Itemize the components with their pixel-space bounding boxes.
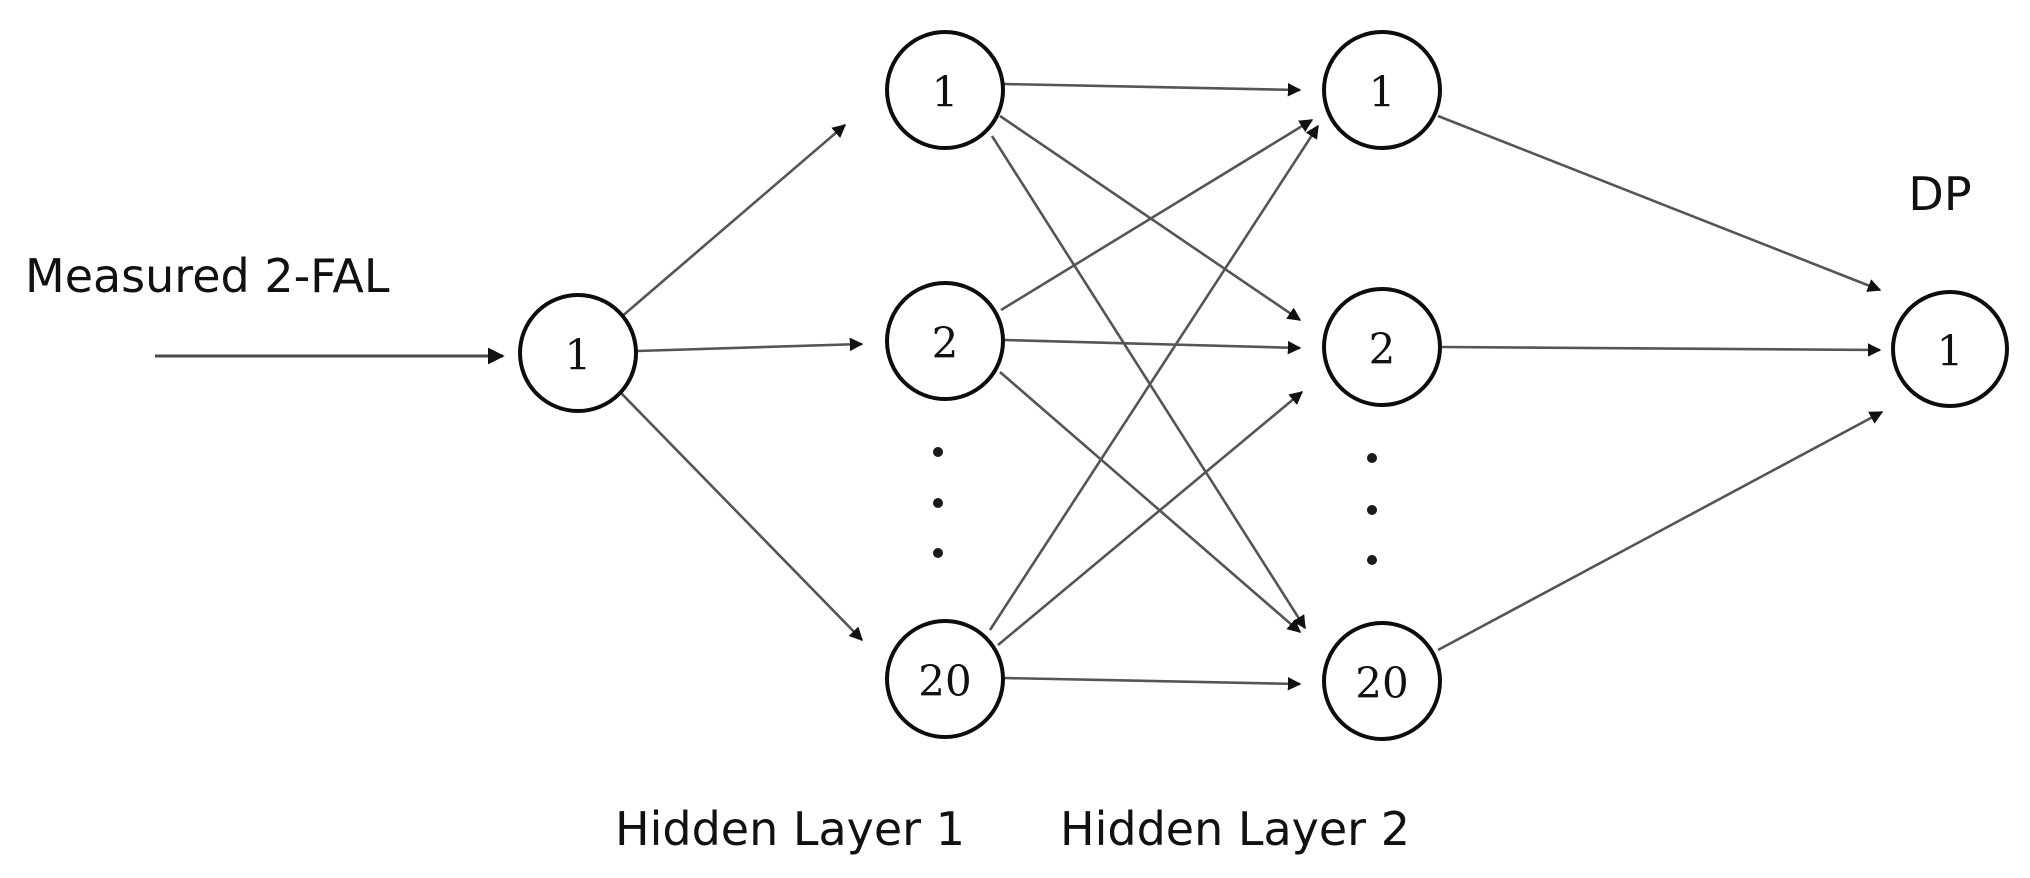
- edge-h2n1-out: [1437, 114, 1882, 292]
- edges-hidden1-to-hidden2: [988, 82, 1320, 691]
- hidden2-node-1-circle[interactable]: [1322, 30, 1442, 150]
- hidden1-node-20[interactable]: 20: [885, 619, 1005, 739]
- hidden1-node-2-label: 2: [932, 319, 959, 368]
- edge-h1n20-h2n2: [997, 391, 1304, 646]
- edge-h1n1-h2n20: [990, 135, 1307, 630]
- input-node[interactable]: 1: [518, 293, 638, 413]
- input-node-circle[interactable]: [518, 293, 638, 413]
- input-label: Measured 2-FAL: [25, 249, 390, 303]
- hidden2-node-20[interactable]: 20: [1322, 621, 1442, 741]
- ellipsis-dot: [933, 498, 943, 508]
- hidden2-node-20-label: 20: [1355, 659, 1408, 708]
- hidden1-node-1-circle[interactable]: [885, 30, 1005, 150]
- hidden-layer-1-nodes: 1 2 20: [885, 30, 1005, 739]
- ellipsis-dot: [933, 447, 943, 457]
- output-node-label: 1: [1937, 327, 1964, 376]
- edge-h2n20-out: [1437, 410, 1884, 652]
- hidden-layer-2-nodes: 1 2 20: [1322, 30, 1442, 741]
- hidden-layer-2-label: Hidden Layer 2: [1060, 802, 1410, 856]
- hidden1-node-2-circle[interactable]: [885, 281, 1005, 401]
- hidden1-node-1[interactable]: 1: [885, 30, 1005, 150]
- hidden2-node-2-circle[interactable]: [1322, 287, 1442, 407]
- hidden1-ellipsis: [933, 447, 943, 558]
- ellipsis-dot: [1367, 453, 1377, 463]
- input-node-label: 1: [565, 331, 592, 380]
- hidden2-ellipsis: [1367, 453, 1377, 565]
- hidden-layer-1-label: Hidden Layer 1: [615, 802, 965, 856]
- hidden1-node-20-label: 20: [918, 657, 971, 706]
- edge-h1n1-h2n1: [1003, 82, 1302, 97]
- edges-hidden2-to-output: [1437, 114, 1884, 652]
- edge-input1-h1n2: [636, 337, 864, 353]
- edge-h1n20-h2n20: [1003, 676, 1302, 691]
- hidden2-node-1[interactable]: 1: [1322, 30, 1442, 150]
- hidden1-node-1-label: 1: [932, 68, 959, 117]
- hidden2-node-2-label: 2: [1369, 325, 1396, 374]
- output-label: DP: [1908, 167, 1971, 221]
- hidden2-node-1-label: 1: [1369, 68, 1396, 117]
- edge-h1n2-h2n20: [999, 371, 1302, 633]
- hidden2-node-2[interactable]: 2: [1322, 287, 1442, 407]
- edge-h2n2-out: [1440, 343, 1882, 357]
- output-node[interactable]: 1: [1891, 290, 2009, 408]
- edge-h1n20-h2n1: [988, 124, 1320, 631]
- ellipsis-dot: [1367, 505, 1377, 515]
- edge-h1n2-h2n2: [1003, 338, 1302, 355]
- hidden2-node-20-circle[interactable]: [1322, 621, 1442, 741]
- edges-input-to-hidden1: [619, 124, 864, 641]
- edge-h1n2-h2n1: [1000, 118, 1314, 312]
- ellipsis-dot: [1367, 555, 1377, 565]
- ellipsis-dot: [933, 548, 943, 558]
- edge-input1-h1n20: [619, 391, 863, 641]
- hidden1-node-20-circle[interactable]: [885, 619, 1005, 739]
- hidden1-node-2[interactable]: 2: [885, 281, 1005, 401]
- output-node-circle[interactable]: [1891, 290, 2009, 408]
- edge-input1-h1n1: [619, 124, 847, 319]
